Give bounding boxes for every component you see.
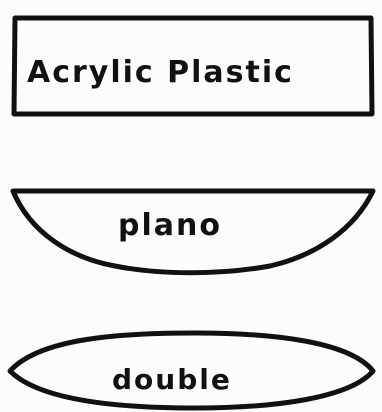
rect-outline [11, 15, 375, 117]
double-lens-shape: double [7, 330, 376, 411]
acrylic-plastic-label: Acrylic Plastic [27, 55, 294, 90]
plano-outline [10, 188, 376, 276]
plano-label: plano [118, 208, 222, 243]
double-outline [7, 330, 376, 411]
acrylic-plastic-box: Acrylic Plastic [11, 15, 375, 117]
plano-lens-shape: plano [10, 188, 376, 276]
double-label: double [112, 363, 232, 396]
